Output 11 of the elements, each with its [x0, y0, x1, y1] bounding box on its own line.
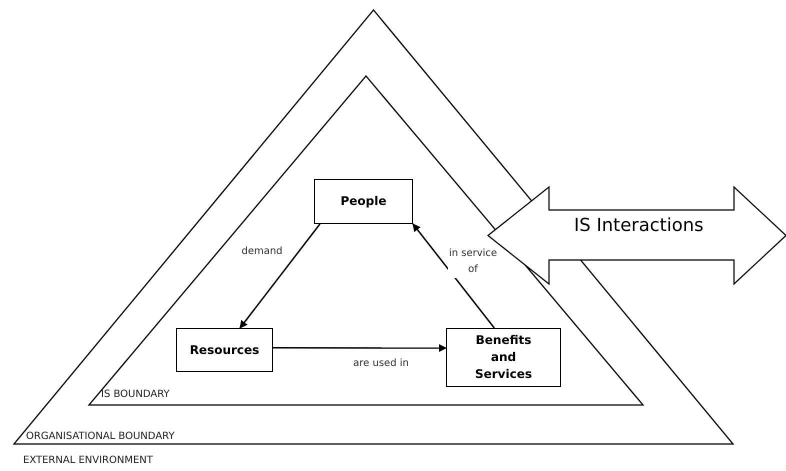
edge-label: in service of: [448, 246, 498, 278]
environment-label: EXTERNAL ENVIRONMENT: [23, 455, 153, 466]
arrow: [273, 344, 447, 352]
boundary-label: IS BOUNDARY: [101, 389, 170, 400]
entity-box: People: [314, 179, 413, 224]
arrow-label: IS Interactions: [574, 215, 704, 236]
entity-box: Resources: [176, 328, 273, 372]
entity-box: Benefits and Services: [446, 328, 561, 387]
arrow: [412, 223, 495, 328]
boundary-label: ORGANISATIONAL BOUNDARY: [26, 431, 175, 442]
arrow: [239, 224, 321, 329]
